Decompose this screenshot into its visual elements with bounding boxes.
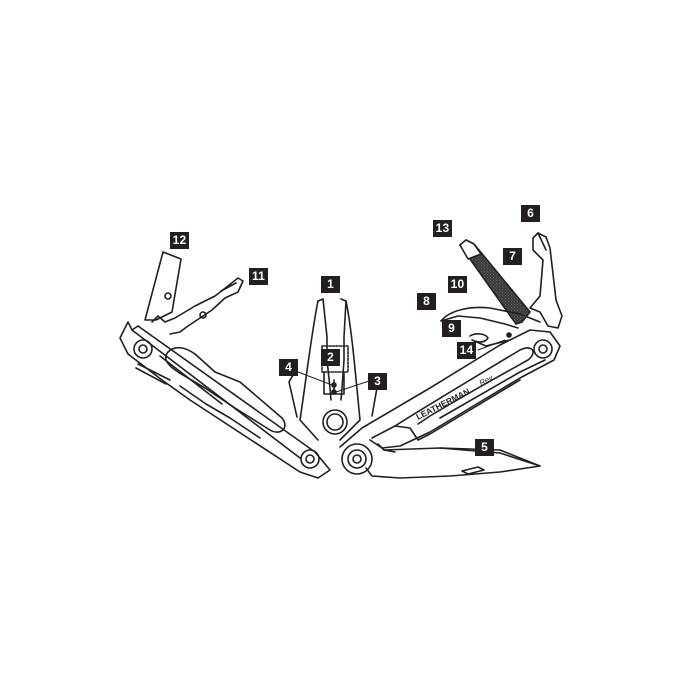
tool-12-bit-driver: [144, 251, 182, 321]
center-pivot: [341, 443, 373, 475]
model-logo: Rev: [478, 373, 496, 388]
pliers: [288, 298, 379, 441]
tool-5-knife-blade: [365, 443, 541, 479]
callout-14: 14: [457, 342, 476, 359]
callout-6: 6: [521, 205, 540, 222]
callout-8: 8: [417, 293, 436, 310]
callout-4: 4: [279, 359, 298, 376]
left-handle: [119, 321, 331, 479]
callout-1: 1: [321, 276, 340, 293]
tool-11-screwdriver: [151, 277, 244, 335]
callout-13: 13: [433, 220, 452, 237]
tool-6-7-opener: [529, 232, 563, 329]
tool-8-9-10-openers: [440, 306, 541, 347]
callout-2: 2: [321, 349, 340, 366]
callout-10: 10: [448, 276, 467, 293]
callout-9: 9: [442, 320, 461, 337]
callout-7: 7: [503, 248, 522, 265]
callout-12: 12: [170, 232, 189, 249]
callout-5: 5: [475, 439, 494, 456]
tool-13-file: [459, 239, 531, 325]
callout-3: 3: [368, 373, 387, 390]
callout-11: 11: [249, 268, 268, 285]
